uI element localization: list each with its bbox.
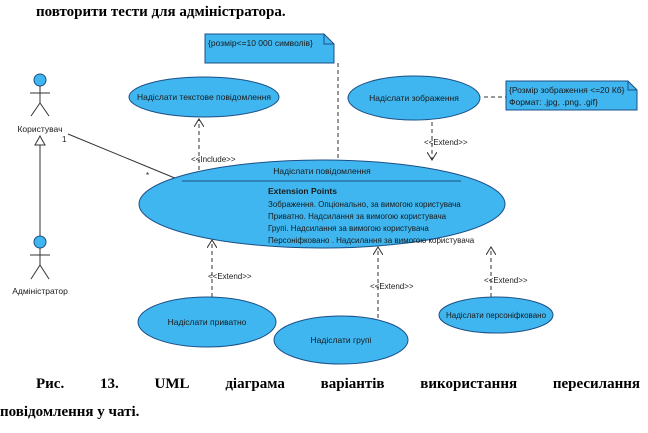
intro-text: повторити тести для адміністратора. xyxy=(36,4,286,20)
caption-line-1: Рис. 13. UML діаграма варіантів використ… xyxy=(0,370,640,398)
use-case-send-text xyxy=(128,76,280,118)
caption-word: 13. xyxy=(100,376,119,392)
association-end-mark: * xyxy=(146,171,149,180)
caption-word: UML xyxy=(154,376,190,392)
use-case-send-image xyxy=(347,75,481,121)
actor-user-label: Користувач xyxy=(17,124,62,134)
multiplicity-label: 1 xyxy=(62,135,67,144)
extension-point-item: Зображення. Опціонально, за вимогою кори… xyxy=(268,200,461,209)
association-line xyxy=(67,133,183,182)
caption-word: діаграма xyxy=(225,376,285,392)
caption-word: використання xyxy=(420,376,518,392)
extend-label-private: <<Extend>> xyxy=(208,272,252,281)
use-case-send-group xyxy=(273,315,409,365)
actor-admin xyxy=(30,235,50,280)
use-case-send-message xyxy=(138,159,506,249)
actor-user xyxy=(30,73,50,117)
use-case-send-group-label: Надіслати групі xyxy=(311,335,372,345)
extend-label-group: <<Extend>> xyxy=(370,282,414,291)
extend-label-personalized: <<Extend>> xyxy=(484,276,528,285)
use-case-send-personalized-label: Надіслати персоніфковано xyxy=(446,311,547,320)
use-case-send-image-label: Надіслати зображення xyxy=(369,93,459,103)
caption-word: варіантів xyxy=(320,376,385,392)
note-image-limit-line1: {Розмір зображення <=20 Кб} xyxy=(509,85,625,95)
extension-point-item: Групі. Надсилання за вимогою користувача xyxy=(268,224,429,233)
actor-admin-label: Адміністратор xyxy=(12,286,68,296)
use-case-send-message-label: Надіслати повідомлення xyxy=(273,166,371,176)
extension-point-item: Персоніфковано . Надсилання за вимогою к… xyxy=(268,236,475,245)
use-case-send-private-label: Надіслати приватно xyxy=(168,317,247,327)
figure-caption: Рис. 13. UML діаграма варіантів використ… xyxy=(0,370,640,426)
generalization-arrowhead xyxy=(34,134,46,146)
extension-point-item: Приватно. Надсилання за вимогою користув… xyxy=(268,212,447,221)
caption-word: пересилання xyxy=(552,376,640,392)
caption-word: Рис. xyxy=(36,376,65,392)
use-case-diagram: Користувач Адміністратор 1 * {розмір<=10… xyxy=(12,33,638,365)
use-case-send-private xyxy=(137,296,277,348)
note-image-limit xyxy=(505,80,638,111)
extend-label-image: <<Extend>> xyxy=(424,138,468,147)
note-text-limit-text: {розмір<=10 000 символів} xyxy=(208,38,313,48)
include-label: <<Include>> xyxy=(191,155,236,164)
note-image-limit-line2: Формат: .jpg, .png, .gif} xyxy=(509,97,598,107)
caption-line-2: повідомлення у чаті. xyxy=(0,404,140,420)
use-case-send-text-label: Надіслати текстове повідомлення xyxy=(137,92,271,102)
note-text-limit xyxy=(204,33,335,64)
extension-points-title: Extension Points xyxy=(268,186,337,196)
use-case-send-personalized xyxy=(438,296,554,334)
